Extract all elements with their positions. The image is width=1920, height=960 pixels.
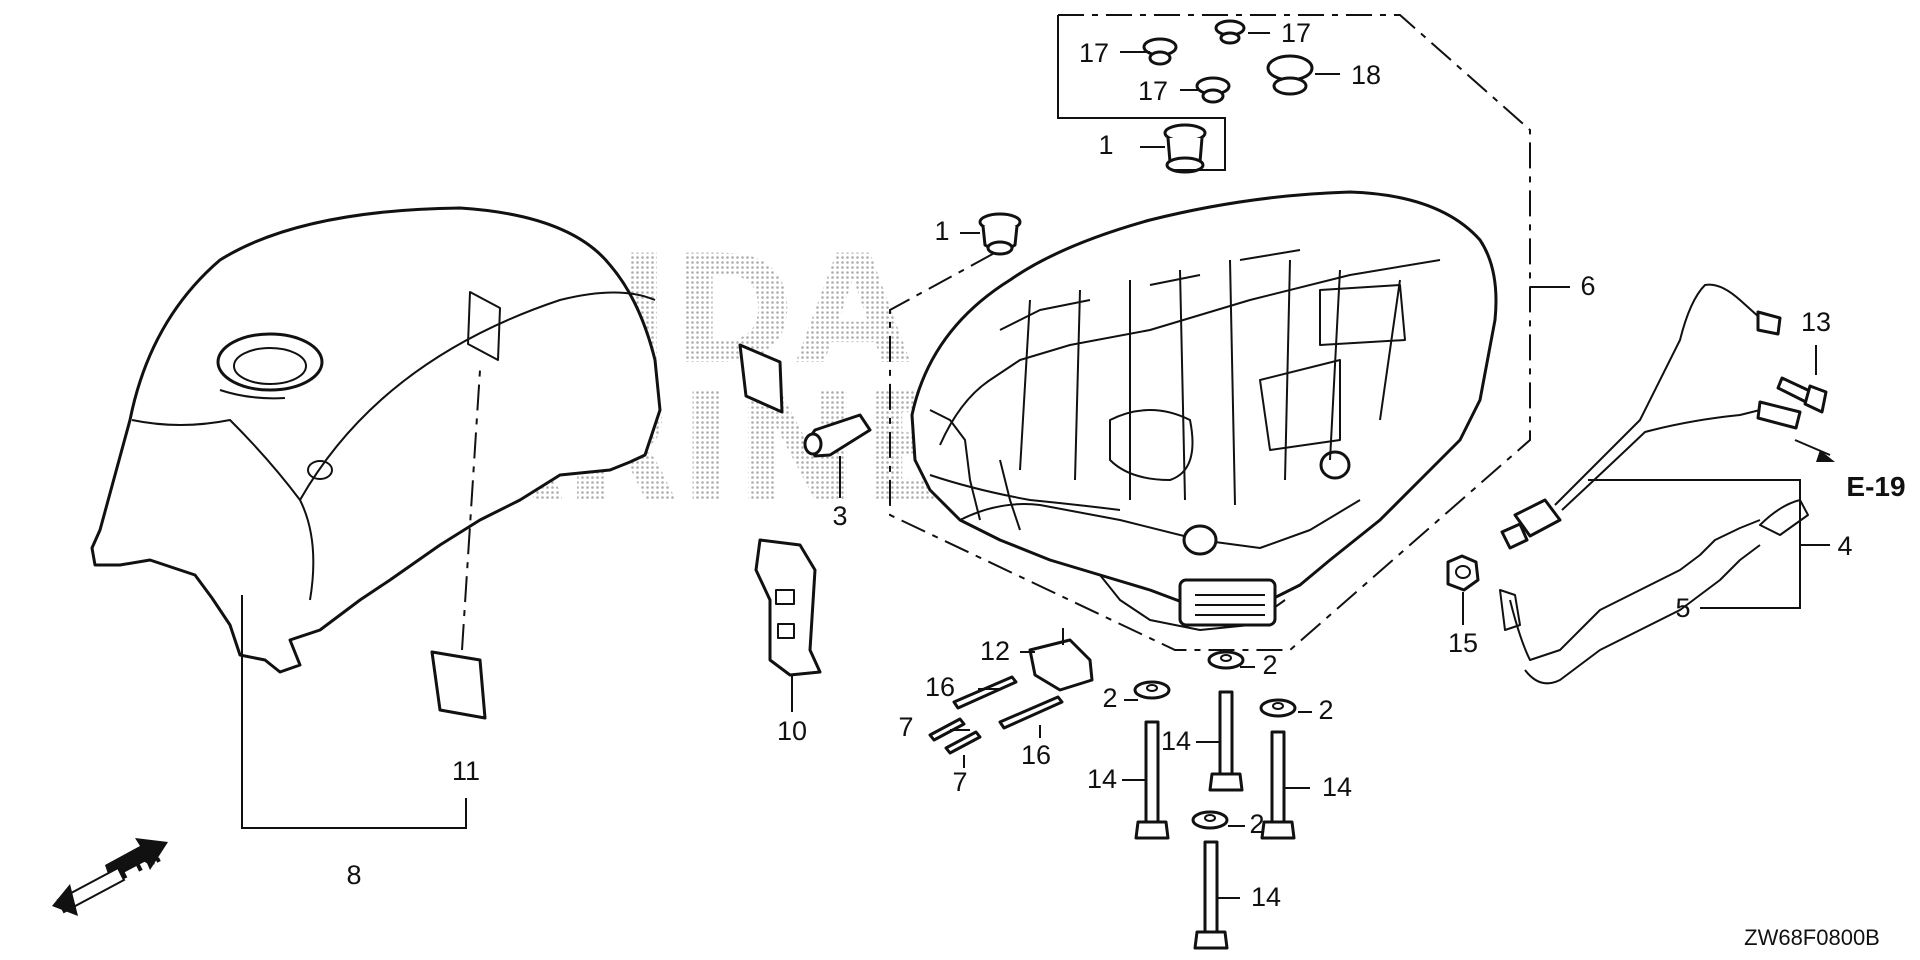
callout-8: 8 <box>346 860 361 890</box>
part-15-nut <box>1446 554 1480 592</box>
part-1-grommet-upper <box>1163 123 1207 174</box>
callout-2: 2 <box>1249 809 1264 839</box>
mark-label-11 <box>430 650 487 720</box>
part-14-bolt-d <box>1193 840 1229 950</box>
part-16-pin-a <box>952 675 1018 710</box>
callout-10: 10 <box>777 716 807 746</box>
callout-15: 15 <box>1448 628 1478 658</box>
callout-5: 5 <box>1675 593 1690 623</box>
part-13-bolt <box>1776 376 1828 414</box>
callout-13: 13 <box>1801 307 1831 337</box>
callout-1: 1 <box>1098 130 1113 160</box>
leader-lines <box>241 32 1835 899</box>
front-direction-arrow-icon <box>52 838 168 916</box>
callout-1: 1 <box>934 216 949 246</box>
part-10-seal <box>754 538 822 677</box>
diagram-code: ZW68F0800B <box>1744 925 1880 950</box>
part-16-pin-b <box>998 695 1064 730</box>
part-18-grommet <box>1266 54 1314 96</box>
callout-14: 14 <box>1322 772 1352 802</box>
callout-17: 17 <box>1281 18 1311 48</box>
callout-14: 14 <box>1161 726 1191 756</box>
callout-6: 6 <box>1580 271 1595 301</box>
part-14-bolt-c <box>1260 730 1296 840</box>
part-1-grommet-lower <box>978 212 1022 256</box>
part-2-washer-b <box>1207 650 1245 670</box>
callout-2: 2 <box>1102 683 1117 713</box>
callout-labels: 1 1 2 2 2 2 3 4 5 6 7 7 8 10 11 12 13 14… <box>346 18 1852 912</box>
callout-11: 11 <box>452 756 480 786</box>
part-17-grommet-a <box>1142 37 1178 66</box>
part-12-block <box>1028 638 1094 692</box>
assembly-outline-6 <box>889 14 1531 651</box>
callout-12: 12 <box>980 636 1010 666</box>
engine-cover-upper <box>90 206 662 674</box>
part-7-pin-a <box>928 717 966 742</box>
callout-16: 16 <box>1021 740 1051 770</box>
callout-2: 2 <box>1318 695 1333 725</box>
callout-17: 17 <box>1079 38 1109 68</box>
callout-14: 14 <box>1087 764 1117 794</box>
part-2-washer-a <box>1133 680 1171 700</box>
part-14-bolt-b <box>1208 690 1244 792</box>
part-5-lanyard <box>1499 499 1809 685</box>
callout-18: 18 <box>1351 60 1381 90</box>
part-3-clip <box>803 413 872 458</box>
callout-7: 7 <box>952 767 967 797</box>
engine-cover-lower <box>910 190 1498 631</box>
part-2-washer-c <box>1259 698 1297 718</box>
callout-17: 17 <box>1138 76 1168 106</box>
part-2-washer-d <box>1191 810 1229 830</box>
part-17-grommet-b <box>1214 19 1246 45</box>
part-14-bolt-a <box>1134 720 1170 840</box>
callout-7: 7 <box>898 712 913 742</box>
callout-2: 2 <box>1262 650 1277 680</box>
part-17-grommet-c <box>1195 76 1231 104</box>
part-4-stop-switch <box>1500 283 1802 550</box>
callout-14: 14 <box>1251 882 1281 912</box>
mark-label-mid <box>738 343 784 414</box>
callout-16: 16 <box>925 672 955 702</box>
part-7-pin-b <box>944 730 982 755</box>
reference-label: E-19 <box>1846 471 1905 502</box>
callout-3: 3 <box>832 501 847 531</box>
callout-4: 4 <box>1837 531 1852 561</box>
